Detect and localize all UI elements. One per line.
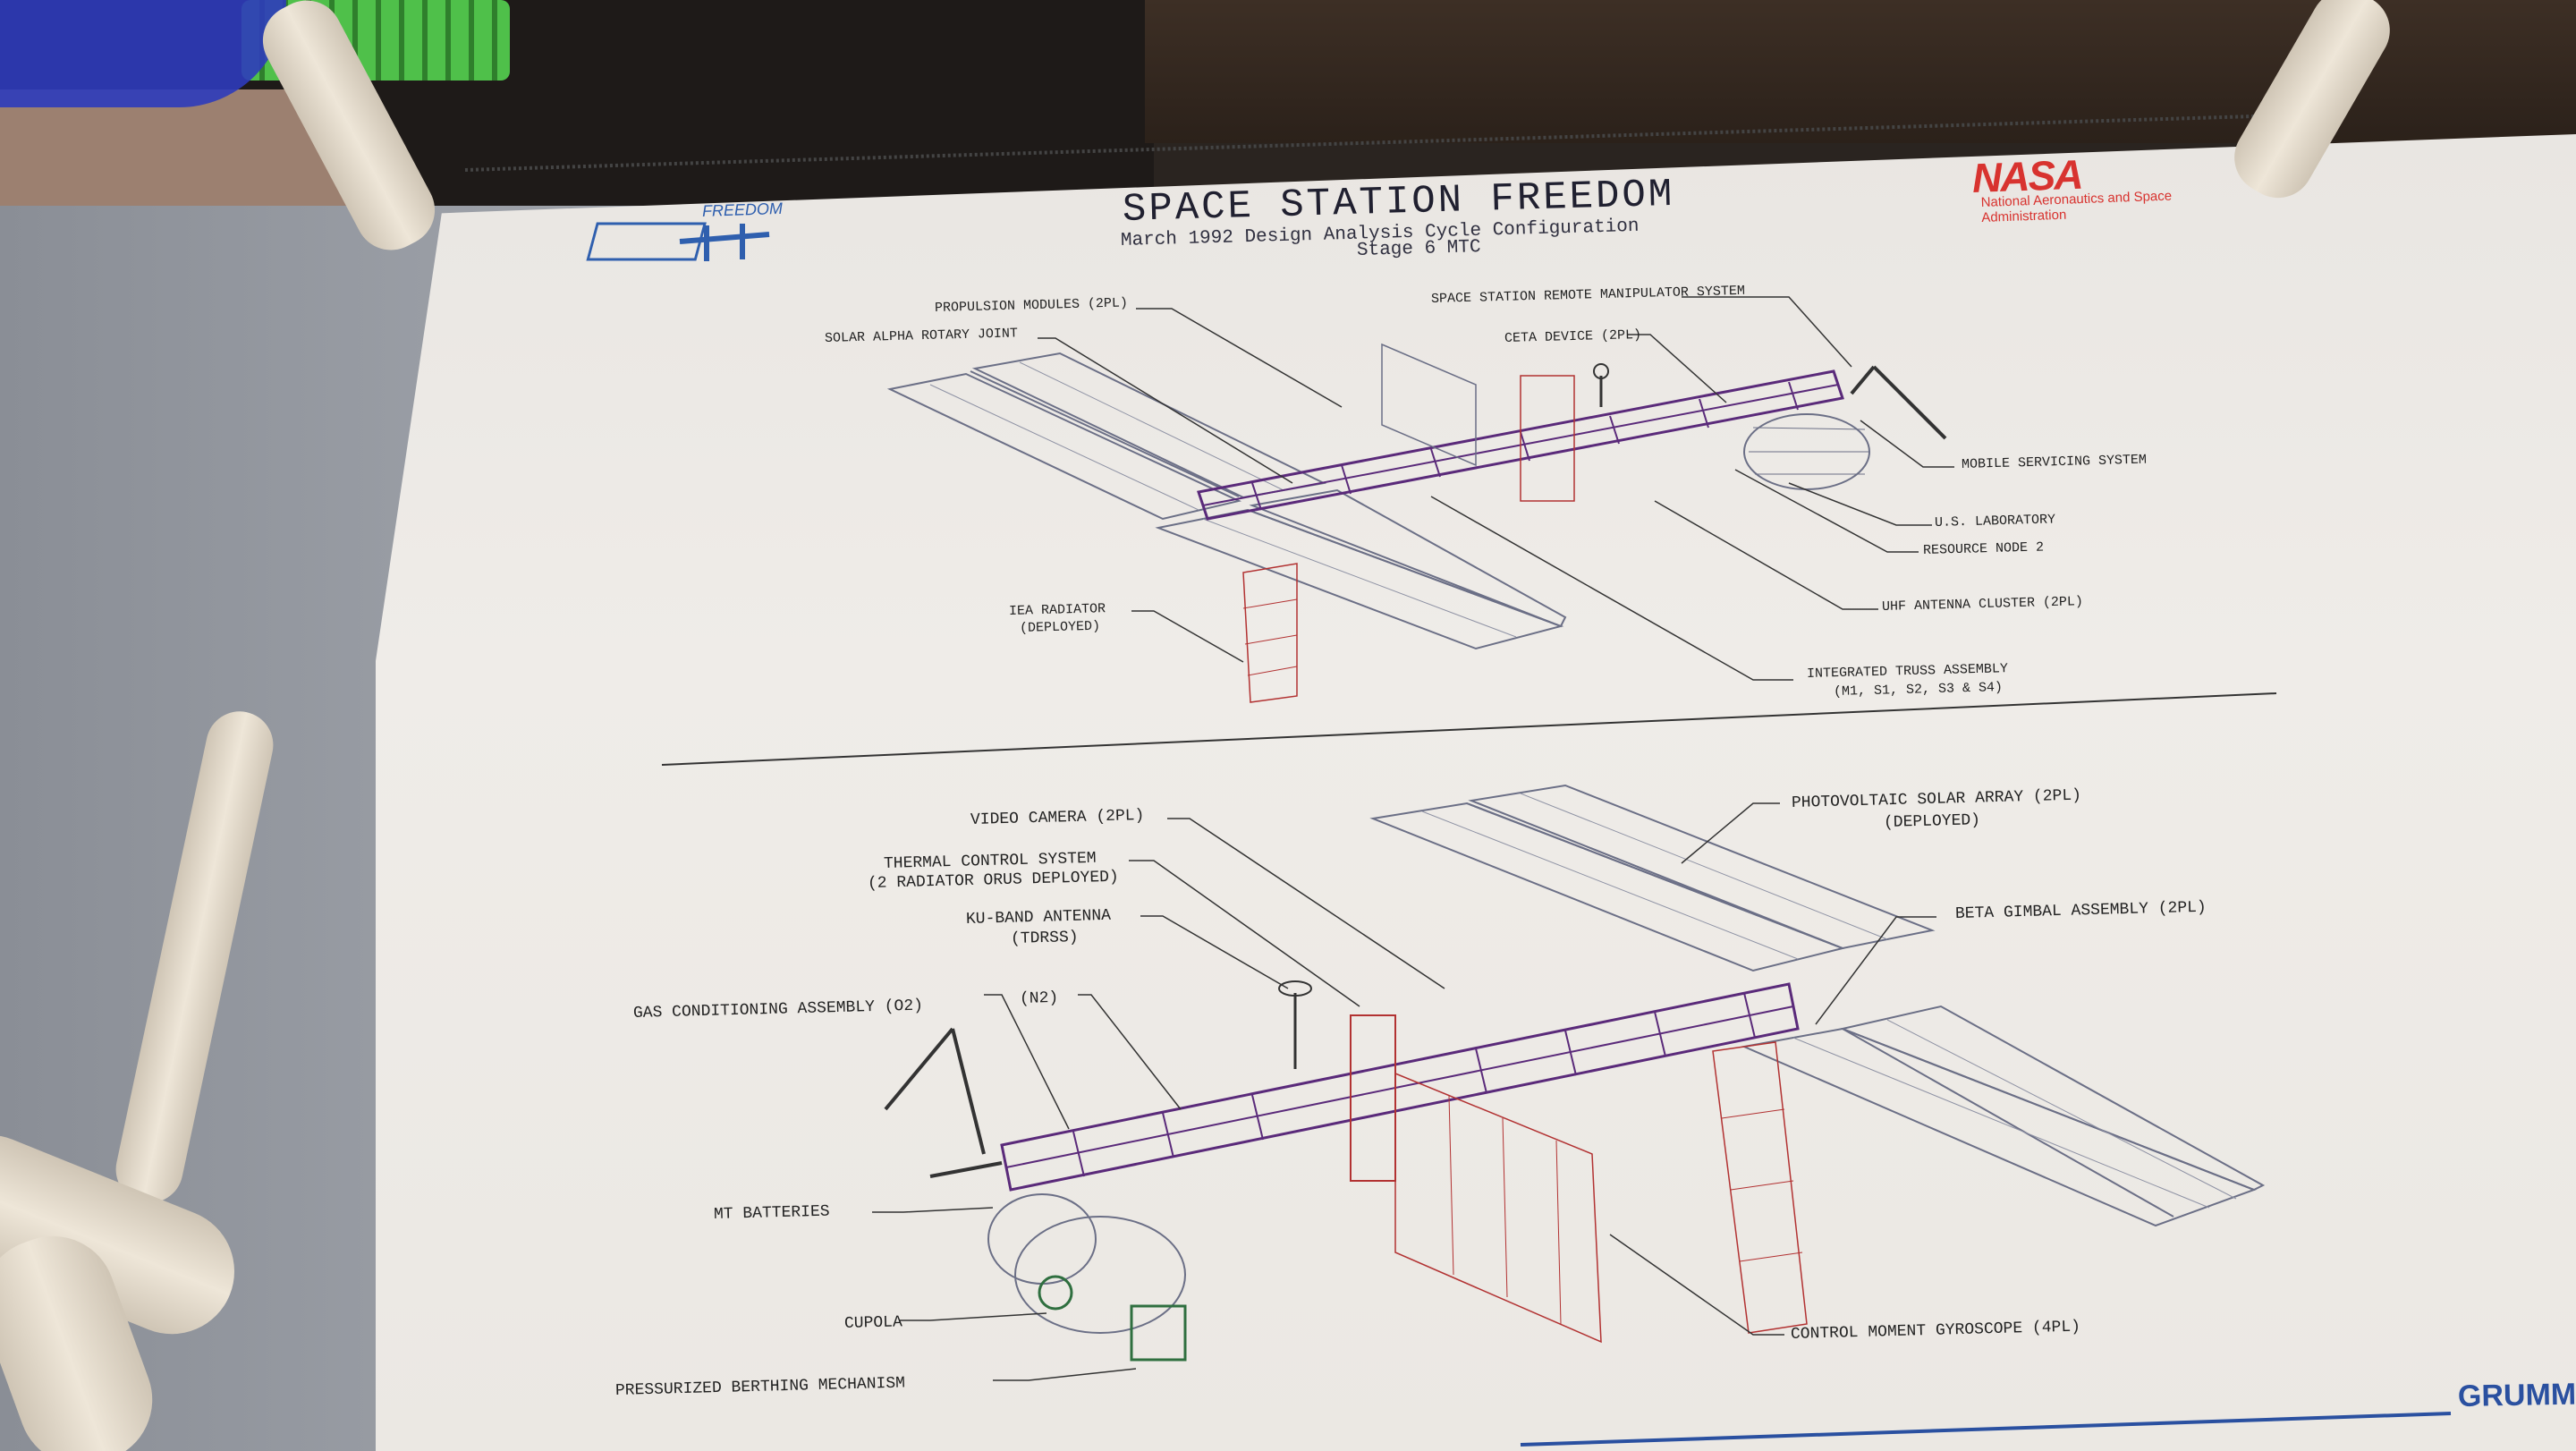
top-us-laboratory (1743, 413, 1870, 490)
bottom-view-station (884, 784, 2266, 1362)
poster-sheet (376, 134, 2576, 1451)
poster-border-bottom (1520, 1412, 2452, 1447)
bottom-upper-solar-array (1369, 784, 1936, 972)
bottom-manipulator-arm (884, 1027, 1003, 1178)
label-iea-radiator: IEA RADIATOR (1008, 601, 1106, 619)
top-right-solar-array (1155, 488, 1567, 650)
top-leader-lines (1038, 296, 1954, 681)
grumman-logo: GRUMMA (2457, 1377, 2576, 1413)
section-divider (661, 692, 2277, 766)
label-cupola: CUPOLA (843, 1313, 903, 1333)
label-mt-batteries: MT BATTERIES (713, 1202, 830, 1224)
bottom-ku-band-antenna (1278, 980, 1312, 1069)
label-iea-deployed: (DEPLOYED) (1019, 618, 1101, 636)
bottom-thermal-radiator (1350, 1014, 1602, 1344)
bottom-truss (1000, 982, 1800, 1192)
top-iea-radiator (1242, 563, 1298, 703)
label-us-laboratory: U.S. LABORATORY (1934, 512, 2056, 530)
top-thermal-radiator (1381, 343, 1575, 502)
bottom-lower-solar-array (1741, 1005, 2266, 1227)
label-array-deployed: (DEPLOYED) (1883, 811, 1981, 832)
label-ku-band-antenna: KU-BAND ANTENNA (965, 906, 1112, 929)
poster-stage: Stage 6 MTC (1356, 237, 1481, 261)
label-gas-conditioning-n2: (N2) (1019, 989, 1059, 1008)
freedom-logo-icon (586, 222, 770, 261)
label-tdrss: (TDRSS) (1010, 929, 1079, 948)
bottom-leader-lines (872, 802, 1936, 1381)
label-resource-node-2: RESOURCE NODE 2 (1922, 539, 2045, 558)
top-view-station (886, 343, 1947, 703)
freedom-logo-text: FREEDOM (701, 199, 784, 220)
bottom-iea-radiator (1712, 1041, 1808, 1334)
bottom-node-cupola (987, 1193, 1187, 1362)
top-remote-manipulator (1850, 365, 1947, 440)
